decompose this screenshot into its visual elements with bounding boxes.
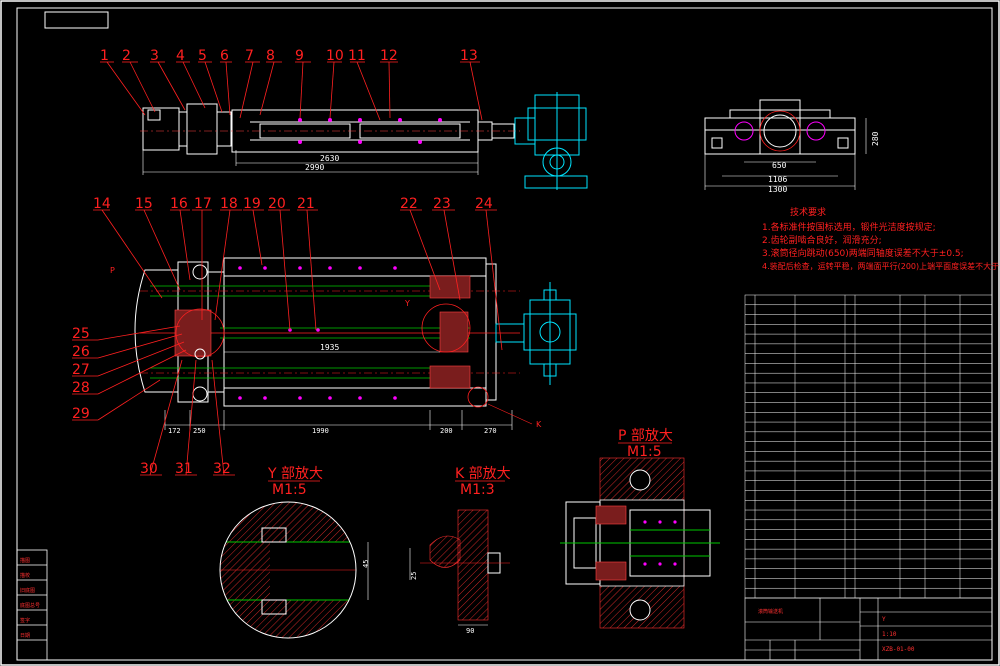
marker-k: K — [536, 420, 542, 429]
dim-200: 200 — [440, 427, 453, 435]
parts-list — [744, 294, 993, 599]
note-4: 4.装配后检查，运转平稳，两端面平行(200)上端平面度误差不大于±0.5; — [762, 261, 1000, 271]
callout-11: 11 — [348, 48, 366, 64]
notes-title: 技术要求 — [790, 206, 826, 218]
detail-y-dim: 45 — [362, 560, 370, 568]
technical-requirements: 技术要求 1.各标准件按国标选用，锻件光洁度按规定; 2.齿轮副啮合良好，润滑充… — [762, 206, 1000, 271]
detail-k-dim-left: 25 — [410, 572, 418, 580]
callout-9: 9 — [295, 48, 304, 64]
callout-18: 18 — [220, 196, 238, 212]
callout-3: 3 — [150, 48, 159, 64]
svg-text:描图: 描图 — [20, 557, 30, 564]
callout-8: 8 — [266, 48, 275, 64]
dim-172: 172 — [168, 427, 181, 435]
main-section-view: 1935 172 250 1990 200 270 P Y K — [110, 257, 577, 435]
detail-p: P 部放大 M1:5 — [560, 428, 720, 629]
callout-4: 4 — [176, 48, 185, 64]
parts-list-frame — [744, 294, 993, 599]
detail-k-title: K 部放大 — [455, 466, 511, 482]
callout-6: 6 — [220, 48, 229, 64]
callout-23: 23 — [433, 196, 451, 212]
callout-12: 12 — [380, 48, 398, 64]
dim-side-height: 280 — [871, 131, 880, 146]
title-scale: 1:10 — [882, 631, 897, 638]
callout-19: 19 — [243, 196, 261, 212]
callout-7: 7 — [245, 48, 254, 64]
callout-29: 29 — [72, 406, 90, 422]
side-view: 650 1106 1300 280 — [704, 99, 880, 194]
callout-20: 20 — [268, 196, 286, 212]
callout-1: 1 — [100, 48, 109, 64]
note-2: 2.齿轮副啮合良好，润滑充分; — [762, 234, 882, 246]
callout-27: 27 — [72, 362, 90, 378]
marker-p: P — [110, 266, 115, 275]
callout-30: 30 — [140, 461, 158, 477]
callout-24: 24 — [475, 196, 493, 212]
detail-p-scale: M1:5 — [627, 444, 662, 460]
dim-2630: 2630 — [320, 154, 339, 163]
note-1: 1.各标准件按国标选用，锻件光洁度按规定; — [762, 221, 936, 233]
callout-25: 25 — [72, 326, 90, 342]
callout-26: 26 — [72, 344, 90, 360]
callout-5: 5 — [198, 48, 207, 64]
detail-y-title: Y 部放大 — [267, 466, 323, 482]
callout-32: 32 — [213, 461, 231, 477]
detail-k: K 部放大 M1:3 25 90 — [409, 466, 511, 635]
dim-1935: 1935 — [320, 343, 339, 352]
callout-10: 10 — [326, 48, 344, 64]
callout-2: 2 — [122, 48, 131, 64]
title-block — [744, 597, 993, 661]
label-box — [44, 11, 109, 29]
callout-16: 16 — [170, 196, 188, 212]
dim-650: 650 — [772, 161, 787, 170]
callout-14: 14 — [93, 196, 111, 212]
svg-text:日期: 日期 — [20, 633, 30, 639]
callout-13: 13 — [460, 48, 478, 64]
svg-text:滚筒输送机: 滚筒输送机 — [758, 608, 783, 615]
detail-k-dim-bottom: 90 — [466, 627, 474, 635]
callout-15: 15 — [135, 196, 153, 212]
title-drawing-no: XZB-01-00 — [882, 646, 915, 653]
detail-y: Y 部放大 M1:5 45 — [219, 466, 370, 639]
svg-text:旧底图: 旧底图 — [20, 587, 35, 594]
svg-text:底图总号: 底图总号 — [20, 602, 40, 609]
dim-1990: 1990 — [312, 427, 329, 435]
detail-p-title: P 部放大 — [618, 428, 673, 444]
callout-21: 21 — [297, 196, 315, 212]
marker-y: Y — [404, 299, 410, 308]
callout-31: 31 — [175, 461, 193, 477]
dim-1106: 1106 — [768, 175, 787, 184]
dim-2990: 2990 — [305, 163, 324, 172]
dim-1300: 1300 — [768, 185, 787, 194]
dim-270: 270 — [484, 427, 497, 435]
callout-17: 17 — [194, 196, 212, 212]
svg-text:签字: 签字 — [20, 617, 30, 624]
top-view: 2630 2990 — [140, 92, 588, 190]
callout-28: 28 — [72, 380, 90, 396]
dim-250: 250 — [193, 427, 206, 435]
callout-22: 22 — [400, 196, 418, 212]
title-material: Y — [882, 616, 886, 623]
detail-k-scale: M1:3 — [460, 482, 495, 498]
svg-text:描校: 描校 — [20, 572, 30, 579]
detail-y-scale: M1:5 — [272, 482, 307, 498]
note-3: 3.滚筒径向跳动(650)两端同轴度误差不大于±0.5; — [762, 247, 964, 259]
revision-strip — [16, 549, 48, 661]
